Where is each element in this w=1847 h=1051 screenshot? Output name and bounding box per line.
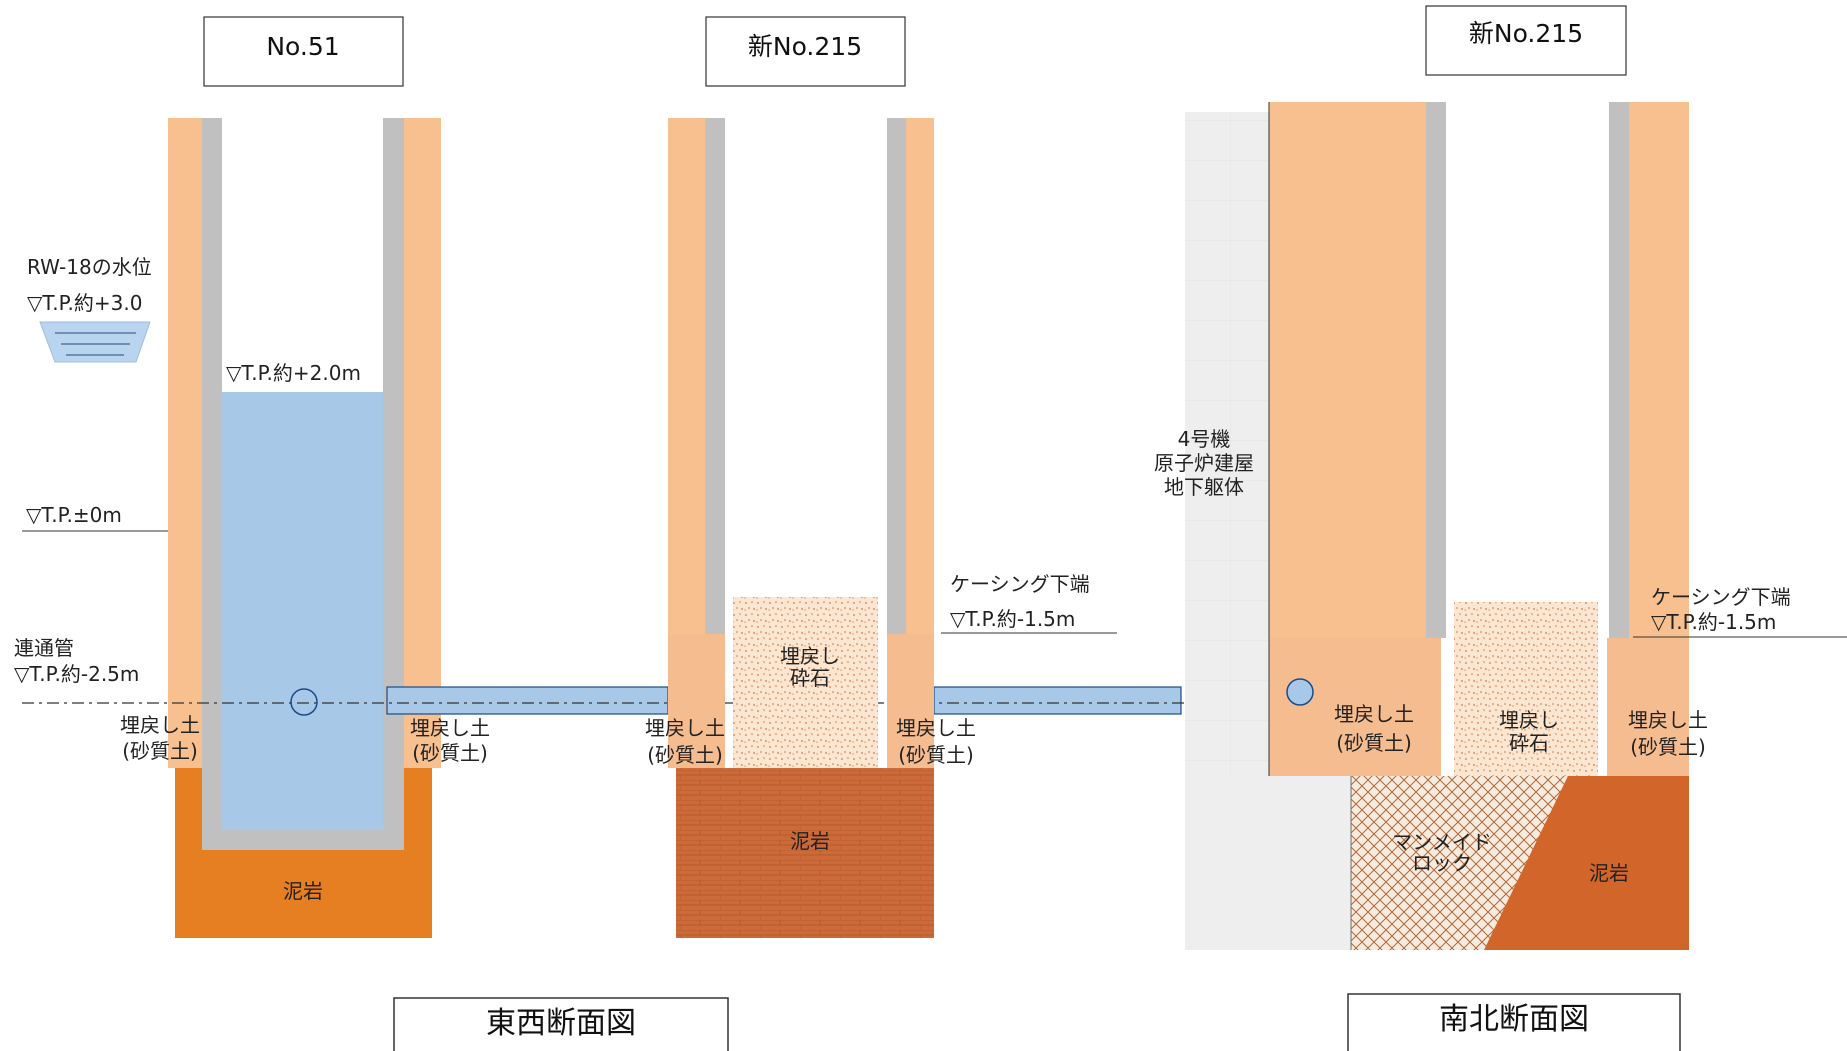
ew215-backfill-left-label-1: 埋戻し土 [645,716,725,740]
ns-backfill-left-label-2: (砂質土) [1336,731,1412,755]
ns-mudstone-label: 泥岩 [1589,861,1629,885]
backfill-lower-right [1607,638,1689,776]
ns-crushed-stone-label-1: 埋戻し [1499,708,1559,732]
casing-left [705,118,725,634]
building-lower-area [1185,776,1350,950]
backfill-right-column [1629,102,1689,638]
ns-crushed-stone-label-2: 砕石 [1509,731,1549,755]
rw18-water-level: RW-18の水位 ▽T.P.約+3.0 [27,255,152,363]
north-south-section: 新No.215 4号機 原子炉建屋 地下躯体 埋戻し土 (砂質土) 埋戻し 砕石… [1154,5,1847,950]
ns-casing-level: ▽T.P.約-1.5m [1651,610,1776,634]
backfill-lower-right [887,634,934,768]
building-label-2: 原子炉建屋 [1154,451,1254,475]
well-no51: No.51 泥岩 [168,16,441,938]
ew-backfill-right-label-2: (砂質土) [412,741,488,765]
pipe-level: ▽T.P.約-2.5m [14,662,139,686]
mudstone-block [676,768,934,938]
ns-backfill-right-label-1: 埋戻し土 [1628,708,1708,732]
backfill-lower-left [1269,638,1441,776]
casing-right [887,118,907,634]
crushed-stone-block [1454,602,1598,776]
mudstone-wedge [1484,776,1689,950]
well-no51-title-box [203,16,404,87]
ns-caption: 南北断面図 [1439,1002,1589,1037]
backfill-lower-left [668,634,725,768]
mudstone-label: 泥岩 [790,829,830,853]
backfill-right-column [403,118,441,768]
mudstone-label: 泥岩 [283,879,323,903]
manmade-rock-label-1: マンメイド [1392,830,1491,854]
well-new215-ew-title: 新No.215 [748,32,862,61]
crushed-stone-label-1: 埋戻し [780,644,840,668]
pipe-cross-section-marker [290,688,318,716]
crushed-stone-label-2: 砕石 [790,666,830,690]
ns-backfill-right-label-2: (砂質土) [1630,735,1706,759]
ew215-backfill-right-label-2: (砂質土) [898,743,974,767]
backfill-right-column [906,118,934,634]
backfill-left-column [168,118,203,768]
manmade-rock-label-2: ロック [1412,851,1472,875]
ew-caption-box [393,997,729,1051]
ew-caption: 東西断面図 [486,1006,636,1041]
rw18-level: ▽T.P.約+3.0 [27,291,142,315]
ns-well-title-box [1425,5,1627,76]
backfill-left-column [1269,102,1426,638]
building-label-1: 4号機 [1178,427,1231,451]
well-casing [202,118,404,850]
pipe-segment-1 [386,686,669,715]
ew-backfill-left-label-2: (砂質土) [122,739,198,763]
well-new215-ew-title-box [705,16,906,87]
ns-backfill-left-label-1: 埋戻し土 [1334,702,1414,726]
ew-casing-title: ケーシング下端 [950,572,1090,596]
ew-backfill-left-label-1: 埋戻し土 [120,713,200,737]
pipe-segment-2 [933,686,1182,715]
tp-zero-label: ▽T.P.±0m [26,503,122,527]
water-level-icon [39,321,151,363]
rw18-title: RW-18の水位 [27,255,152,279]
pipe-cross-section-marker [1286,678,1314,706]
ns-caption-box [1347,993,1681,1051]
ew215-backfill-right-label-1: 埋戻し土 [896,716,976,740]
well-water-level-label: ▽T.P.約+2.0m [226,361,361,385]
well-no51-title: No.51 [266,32,339,61]
building-label-3: 地下躯体 [1164,475,1244,499]
ew-casing-level: ▽T.P.約-1.5m [950,607,1075,631]
water-body [222,392,383,830]
casing-left [1426,102,1446,638]
connecting-pipe [22,686,1200,716]
casing-right [1609,102,1629,638]
backfill-left-column [668,118,706,634]
ns-casing-title: ケーシング下端 [1651,585,1791,609]
ew215-backfill-left-label-2: (砂質土) [647,743,723,767]
well-new215-ew: 新No.215 埋戻し 砕石 泥岩 [668,16,934,938]
ns-well-title: 新No.215 [1469,19,1583,48]
ew-backfill-right-label-1: 埋戻し土 [410,716,490,740]
crushed-stone-block [733,597,878,768]
pipe-title: 連通管 [14,636,74,660]
